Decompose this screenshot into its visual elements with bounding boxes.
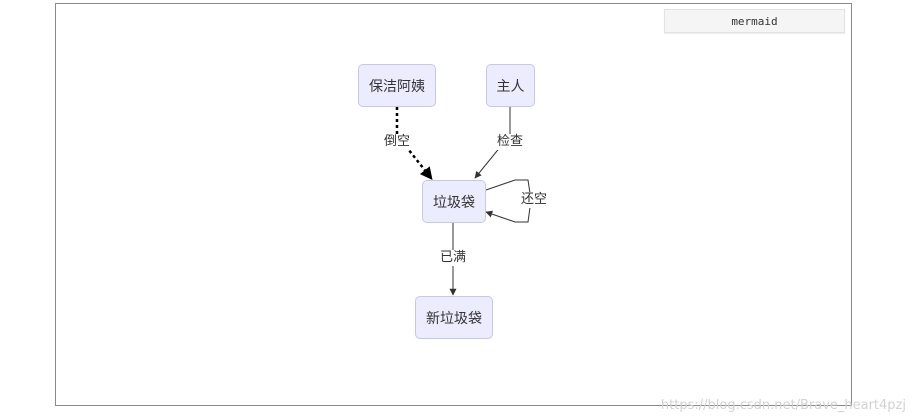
edge-label-bag-self-loop: 还空 [519,192,549,208]
edge-label-cleaner-to-bag: 倒空 [382,134,412,150]
node-owner[interactable]: 主人 [486,64,535,107]
mermaid-badge[interactable]: mermaid [664,9,845,33]
node-bag[interactable]: 垃圾袋 [422,180,486,223]
edge-label-owner-to-bag: 检查 [495,134,525,150]
edge-label-bag-to-new-bag: 已满 [438,250,468,266]
node-new-bag[interactable]: 新垃圾袋 [415,296,493,339]
node-cleaner[interactable]: 保洁阿姨 [358,64,436,107]
watermark: https://blog.csdn.net/Brave_heart4pzj [660,398,906,413]
